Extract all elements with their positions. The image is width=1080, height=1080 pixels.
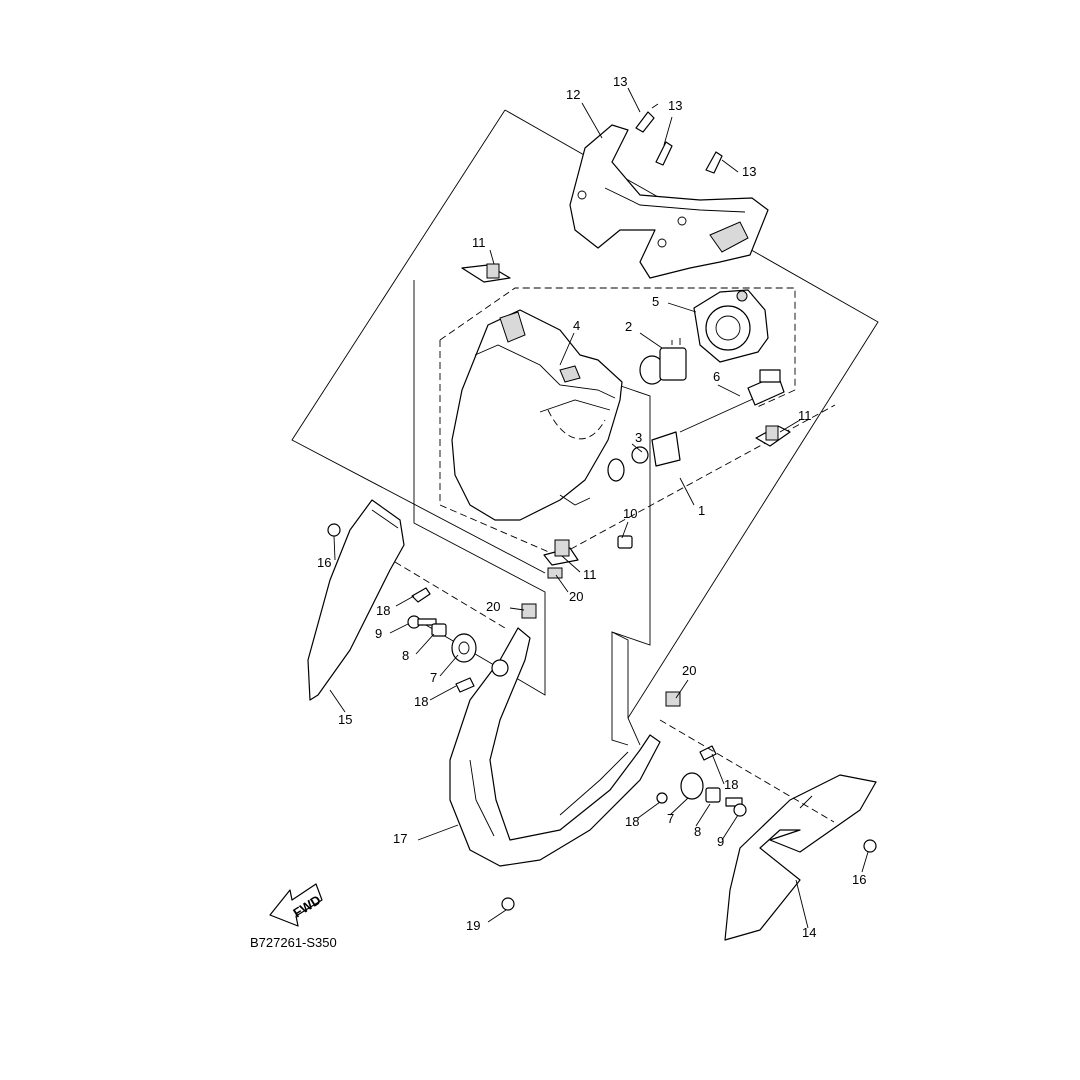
callout-17: 17	[393, 831, 407, 846]
callout-13-b: 13	[668, 98, 682, 113]
screw-13-a	[635, 103, 659, 133]
callout-3: 3	[635, 430, 642, 445]
bolt-10	[617, 535, 633, 549]
nut-20-right	[665, 691, 681, 707]
nut-20-left	[547, 567, 563, 579]
screw-13-c	[705, 151, 723, 174]
callout-18-d: 18	[625, 814, 639, 829]
callout-11-top: 11	[472, 235, 486, 250]
alignment-lines	[394, 561, 835, 823]
callout-9-right: 9	[717, 834, 724, 849]
lower-cowl-part	[449, 627, 661, 867]
socket-cord-part	[679, 369, 785, 433]
callout-2: 2	[625, 319, 632, 334]
bulb-cover-part	[693, 289, 769, 363]
callout-11-right: 11	[798, 408, 812, 423]
callout-20-right: 20	[682, 663, 696, 678]
nut-clip-11-top	[461, 263, 511, 283]
callout-4: 4	[573, 318, 580, 333]
headlight-cover-part	[569, 124, 769, 279]
bulb-part	[639, 338, 687, 385]
bolt-19	[501, 897, 515, 911]
callout-18-a: 18	[376, 603, 390, 618]
diagram-code: B727261-S350	[250, 935, 337, 950]
callout-16-right: 16	[852, 872, 866, 887]
nut-clip-11-lower	[543, 539, 579, 566]
socket-bulb-part	[607, 431, 681, 482]
reference-frames	[291, 109, 879, 746]
headlight-unit-part	[451, 309, 623, 521]
bolt-9-right	[725, 797, 747, 817]
screw-18-b	[455, 677, 475, 693]
callout-10: 10	[623, 506, 637, 521]
collar-8-left	[431, 623, 447, 637]
callout-16-left: 16	[317, 555, 331, 570]
callout-14: 14	[802, 925, 816, 940]
callout-6: 6	[713, 369, 720, 384]
callout-5: 5	[652, 294, 659, 309]
collar-8-right	[705, 787, 721, 803]
callout-labels: 12 13 13 13 11 5 2 4 6 11 3 1 10 11 20 1…	[317, 74, 866, 940]
headlight-assembly-frame	[439, 287, 836, 557]
callout-7-right: 7	[667, 811, 674, 826]
screw-18-a	[411, 587, 431, 603]
callout-7-left: 7	[430, 670, 437, 685]
callout-8-left: 8	[402, 648, 409, 663]
screw-13-b	[655, 141, 673, 166]
nut-20-mid	[521, 603, 537, 619]
callout-11-lower: 11	[583, 567, 597, 582]
bolt-16-right	[863, 839, 877, 853]
callout-15: 15	[338, 712, 352, 727]
callout-18-c: 18	[724, 777, 738, 792]
callout-12: 12	[566, 87, 580, 102]
callout-8-right: 8	[694, 824, 701, 839]
bolt-9-left	[407, 615, 437, 629]
left-side-panel-part	[307, 499, 405, 701]
screw-18-d	[656, 792, 668, 804]
callout-19: 19	[466, 918, 480, 933]
fwd-arrow-icon: FWD	[269, 883, 323, 927]
callout-13-a: 13	[613, 74, 627, 89]
callout-20-left: 20	[569, 589, 583, 604]
callout-18-b: 18	[414, 694, 428, 709]
callout-1: 1	[698, 503, 705, 518]
grommet-7-right	[680, 772, 704, 800]
callout-13-c: 13	[742, 164, 756, 179]
callout-9-left: 9	[375, 626, 382, 641]
bolt-16-left	[327, 523, 341, 537]
right-side-panel-part	[724, 774, 877, 941]
leader-lines	[329, 87, 869, 929]
callout-20-mid: 20	[486, 599, 500, 614]
